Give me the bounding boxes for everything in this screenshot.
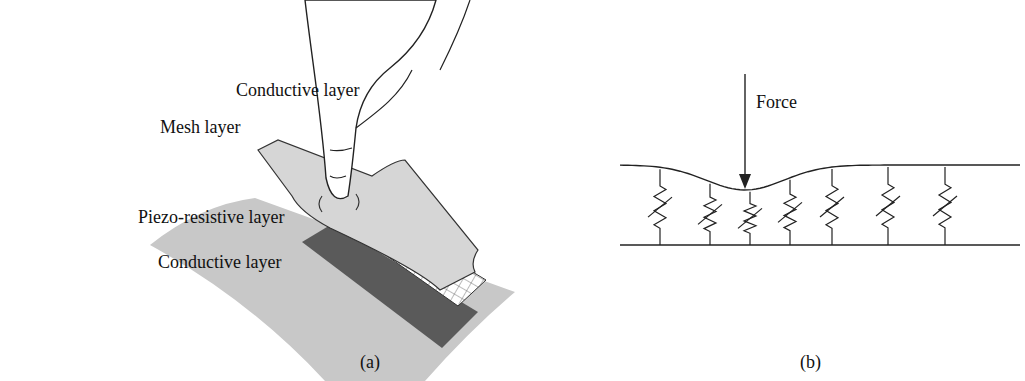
deformed-surface (620, 165, 1020, 190)
panel-label: (b) (800, 352, 821, 374)
variable-slash (820, 197, 844, 217)
spring-array (648, 167, 957, 245)
force-arrow (744, 74, 745, 176)
base-line (620, 244, 1020, 245)
variable-slash (738, 208, 762, 228)
panel-label: (a) (360, 352, 380, 374)
layer-name: Mesh layer (160, 117, 240, 139)
variable-slash (698, 204, 722, 224)
variable-slash (876, 196, 900, 216)
layer-name: Conductive layer (158, 252, 281, 274)
force-label: Force (756, 92, 797, 114)
force-arrowhead (739, 174, 751, 189)
variable-slash (778, 202, 802, 222)
top-conductive-layer (258, 140, 478, 290)
layer-name: Conductive layer (236, 80, 359, 102)
layer-name: Piezo-resistive layer (138, 207, 284, 229)
variable-slash (933, 196, 957, 216)
variable-slash (648, 197, 672, 217)
